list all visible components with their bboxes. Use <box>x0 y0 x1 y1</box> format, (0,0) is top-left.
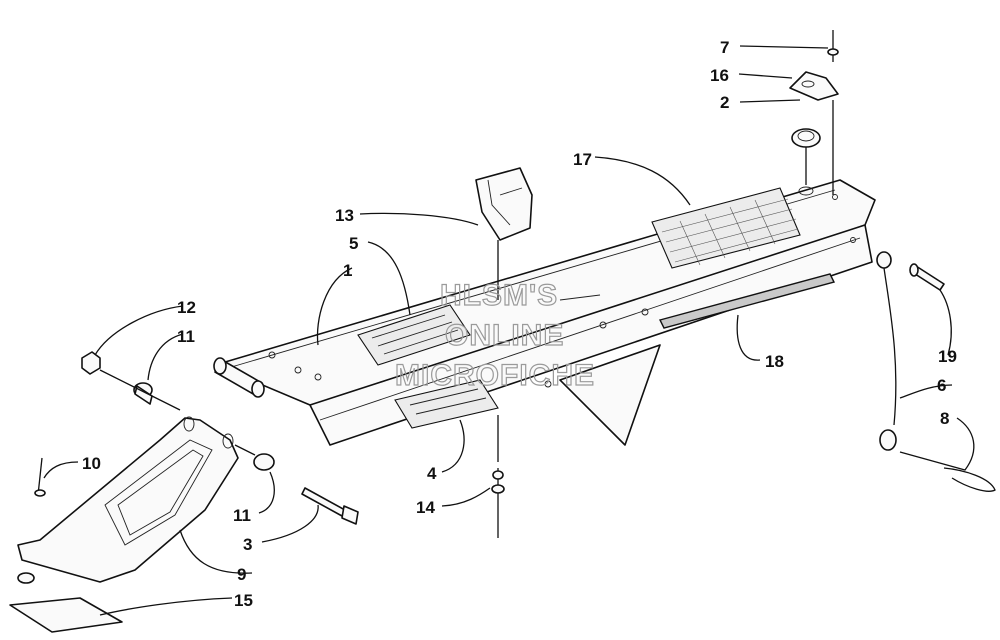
watermark-line-1: HLSM'S <box>440 279 558 312</box>
callout-9: 9 <box>237 565 246 584</box>
bracket-13 <box>475 167 533 241</box>
callout-7: 7 <box>720 38 729 57</box>
decal-4 <box>394 379 499 429</box>
callout-3: 3 <box>243 535 252 554</box>
callout-4: 4 <box>427 464 437 483</box>
watermark: HLSM'S ONLINE MICROFICHE <box>394 278 595 392</box>
callout-12: 12 <box>177 298 196 317</box>
callout-11-bottom: 11 <box>233 506 251 525</box>
pivot-tube <box>213 357 265 398</box>
plate-15 <box>9 597 123 633</box>
bracket-9 <box>17 416 239 583</box>
callout-17: 17 <box>573 150 592 169</box>
callout-6: 6 <box>937 376 946 395</box>
bushing-11-top <box>133 382 153 405</box>
clip-8 <box>943 467 996 492</box>
rivet-14 <box>491 468 505 538</box>
rivet-10 <box>34 457 46 497</box>
washer <box>17 572 35 584</box>
callout-11-top: 11 <box>177 327 195 346</box>
watermark-line-3: MICROFICHE <box>395 359 595 392</box>
decal-5 <box>357 304 471 366</box>
callout-labels: 1 2 3 4 5 6 7 8 9 10 11 11 12 13 14 15 1… <box>82 38 957 610</box>
callout-8: 8 <box>940 409 949 428</box>
pin-19 <box>909 263 945 291</box>
callout-19: 19 <box>938 347 957 366</box>
leader-lines <box>43 45 975 616</box>
tether-6 <box>876 251 897 451</box>
bracket-16 <box>789 71 839 101</box>
reflector-18 <box>658 273 836 329</box>
rivet-7 <box>827 30 839 62</box>
callout-18: 18 <box>765 352 784 371</box>
callout-16: 16 <box>710 66 729 85</box>
callout-13: 13 <box>335 206 354 225</box>
bushing-11-bottom <box>253 453 275 471</box>
callout-10: 10 <box>82 454 101 473</box>
nut-12 <box>81 351 101 375</box>
callout-2: 2 <box>720 93 729 112</box>
callout-14: 14 <box>416 498 435 517</box>
grommet-2 <box>791 128 821 148</box>
watermark-line-2: ONLINE <box>445 319 564 352</box>
callout-5: 5 <box>349 234 358 253</box>
callout-15: 15 <box>234 591 253 610</box>
callout-1: 1 <box>343 261 352 280</box>
decal-17 <box>651 187 801 269</box>
bolt-3 <box>301 487 359 525</box>
